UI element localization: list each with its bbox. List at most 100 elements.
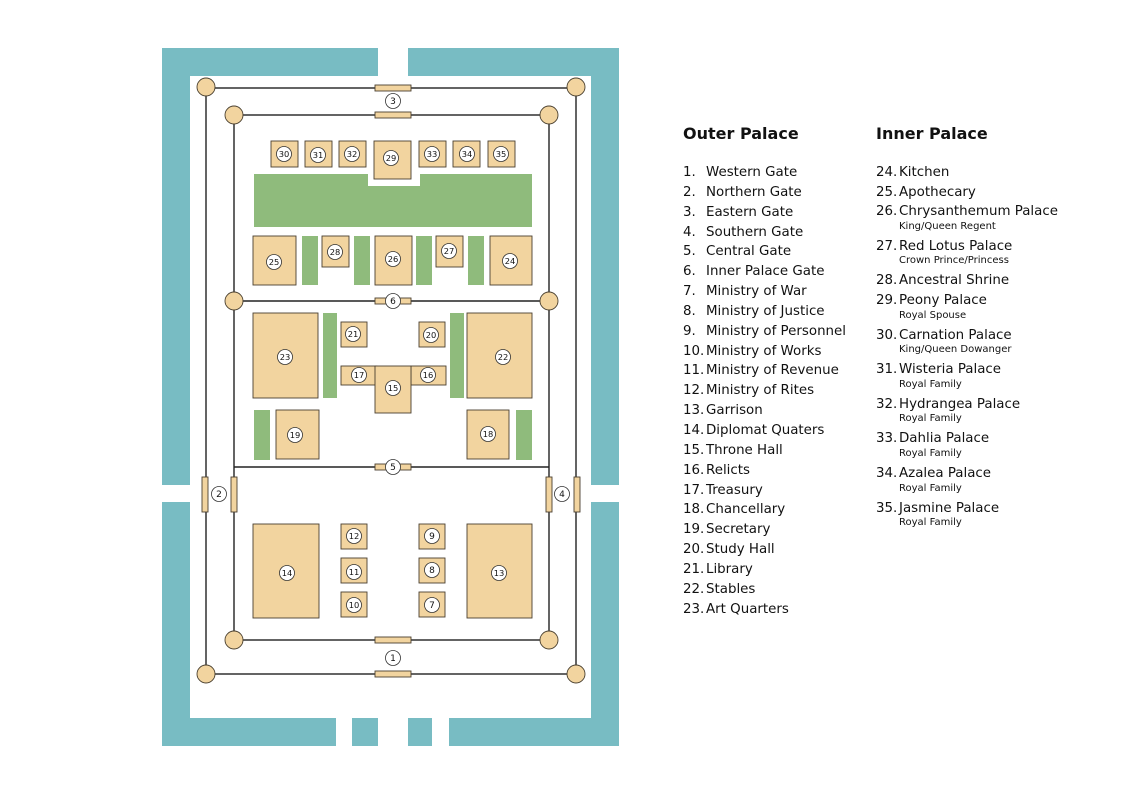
legend-name: Inner Palace Gate [706, 264, 825, 280]
marker-10: 10 [346, 597, 362, 613]
marker-circle [266, 254, 282, 270]
marker-number: 35 [496, 149, 507, 159]
legend-row: 7.Ministry of War [683, 282, 846, 302]
legend-row: 32.Hydrangea Palace [876, 395, 1058, 415]
moat [162, 48, 619, 746]
corner-tower [539, 105, 559, 125]
marker-number: 10 [349, 600, 360, 610]
legend-row: 35.Jasmine Palace [876, 499, 1058, 519]
legend-row: 27.Red Lotus Palace [876, 237, 1058, 257]
marker-number: 12 [349, 531, 360, 541]
marker-15: 15 [385, 380, 401, 396]
marker-circle [502, 253, 518, 269]
legend-number: 9. [683, 323, 696, 339]
legend-number: 30. [876, 327, 898, 343]
legend-name: Peony Palace [899, 292, 987, 308]
garden-strip [468, 236, 484, 285]
legend-name: Throne Hall [706, 442, 783, 458]
marker-number: 27 [444, 246, 455, 256]
legend-row: 8.Ministry of Justice [683, 302, 846, 322]
legend-row: 24.Kitchen [876, 163, 1058, 183]
legend-outer-title: Outer Palace [683, 124, 799, 143]
marker-number: 2 [216, 490, 222, 500]
marker-circle [554, 486, 570, 502]
legend-row: 21.Library [683, 560, 846, 580]
legend-row: 11.Ministry of Revenue [683, 361, 846, 381]
legend-row: 12.Ministry of Rites [683, 381, 846, 401]
marker-18: 18 [480, 426, 496, 442]
legend-name: Central Gate [706, 244, 792, 260]
corner-tower [224, 105, 244, 125]
legend-subtitle: Royal Family [899, 378, 962, 390]
legend-item: 19.Secretary [683, 520, 846, 540]
garden-strip [323, 313, 337, 398]
legend-number: 8. [683, 303, 696, 319]
marker-6: 6 [385, 293, 401, 309]
legend-name: Chrysanthemum Palace [899, 204, 1058, 220]
legend-name: Ancestral Shrine [899, 273, 1010, 289]
marker-23: 23 [277, 349, 293, 365]
marker-number: 17 [354, 370, 365, 380]
marker-20: 20 [423, 327, 439, 343]
legend-number: 21. [683, 561, 705, 577]
garden-strip [450, 313, 464, 398]
marker-13: 13 [491, 565, 507, 581]
legend-row: 9.Ministry of Personnel [683, 322, 846, 342]
marker-circle [424, 146, 440, 162]
legend-subtitle: Royal Family [899, 413, 962, 425]
legend-item: 12.Ministry of Rites [683, 381, 846, 401]
building-24 [489, 235, 533, 286]
legend-number: 18. [683, 502, 705, 518]
corner-tower [539, 630, 559, 650]
moat-segment [408, 718, 432, 746]
legend-name: Carnation Palace [899, 327, 1012, 343]
marker-circle [385, 380, 401, 396]
legend-number: 4. [683, 224, 696, 240]
gate-bar [573, 476, 581, 513]
garden-strip [516, 410, 532, 460]
legend-name: Ministry of Works [706, 343, 822, 359]
marker-21: 21 [345, 326, 361, 342]
marker-circle [287, 427, 303, 443]
marker-circle [276, 146, 292, 162]
marker-number: 13 [494, 568, 505, 578]
legend-number: 26. [876, 204, 898, 220]
marker-24: 24 [502, 253, 518, 269]
gate-bar [201, 476, 209, 513]
marker-9: 9 [424, 528, 440, 544]
legend-subtitle: King/Queen Regent [899, 220, 996, 232]
marker-circle [279, 565, 295, 581]
legend-item: 6. Inner Palace Gate [683, 262, 846, 282]
legend-row: 17.Treasury [683, 481, 846, 501]
palace-map: 1234567891011121314151617181920212223242… [162, 48, 619, 746]
marker-4: 4 [554, 486, 570, 502]
marker-circle [424, 597, 440, 613]
garden-strip [254, 410, 270, 460]
legend-row: 14.Diplomat Quaters [683, 421, 846, 441]
legend-name: Chancellary [706, 502, 786, 518]
legend-item: 15.Throne Hall [683, 441, 846, 461]
marker-circle [385, 93, 401, 109]
marker-number: 1 [390, 654, 396, 664]
legend-subtitle: Royal Family [899, 447, 962, 459]
legend-item: 5.Central Gate [683, 242, 846, 262]
legend-number: 15. [683, 442, 705, 458]
marker-12: 12 [346, 528, 362, 544]
legend-item: 20.Study Hall [683, 540, 846, 560]
legend-name: Northern Gate [706, 184, 802, 200]
legend-subtitle: Royal Family [899, 517, 962, 529]
legend-item: 11.Ministry of Revenue [683, 361, 846, 381]
legend-number: 6. [683, 264, 696, 280]
marker-11: 11 [346, 564, 362, 580]
gate-bar [374, 670, 412, 678]
legend-number: 13. [683, 403, 705, 419]
legend-row: 23.Art Quarters [683, 600, 846, 620]
marker-16: 16 [420, 367, 436, 383]
legend-row: 13.Garrison [683, 401, 846, 421]
legend-number: 1. [683, 165, 696, 180]
marker-circle [346, 564, 362, 580]
